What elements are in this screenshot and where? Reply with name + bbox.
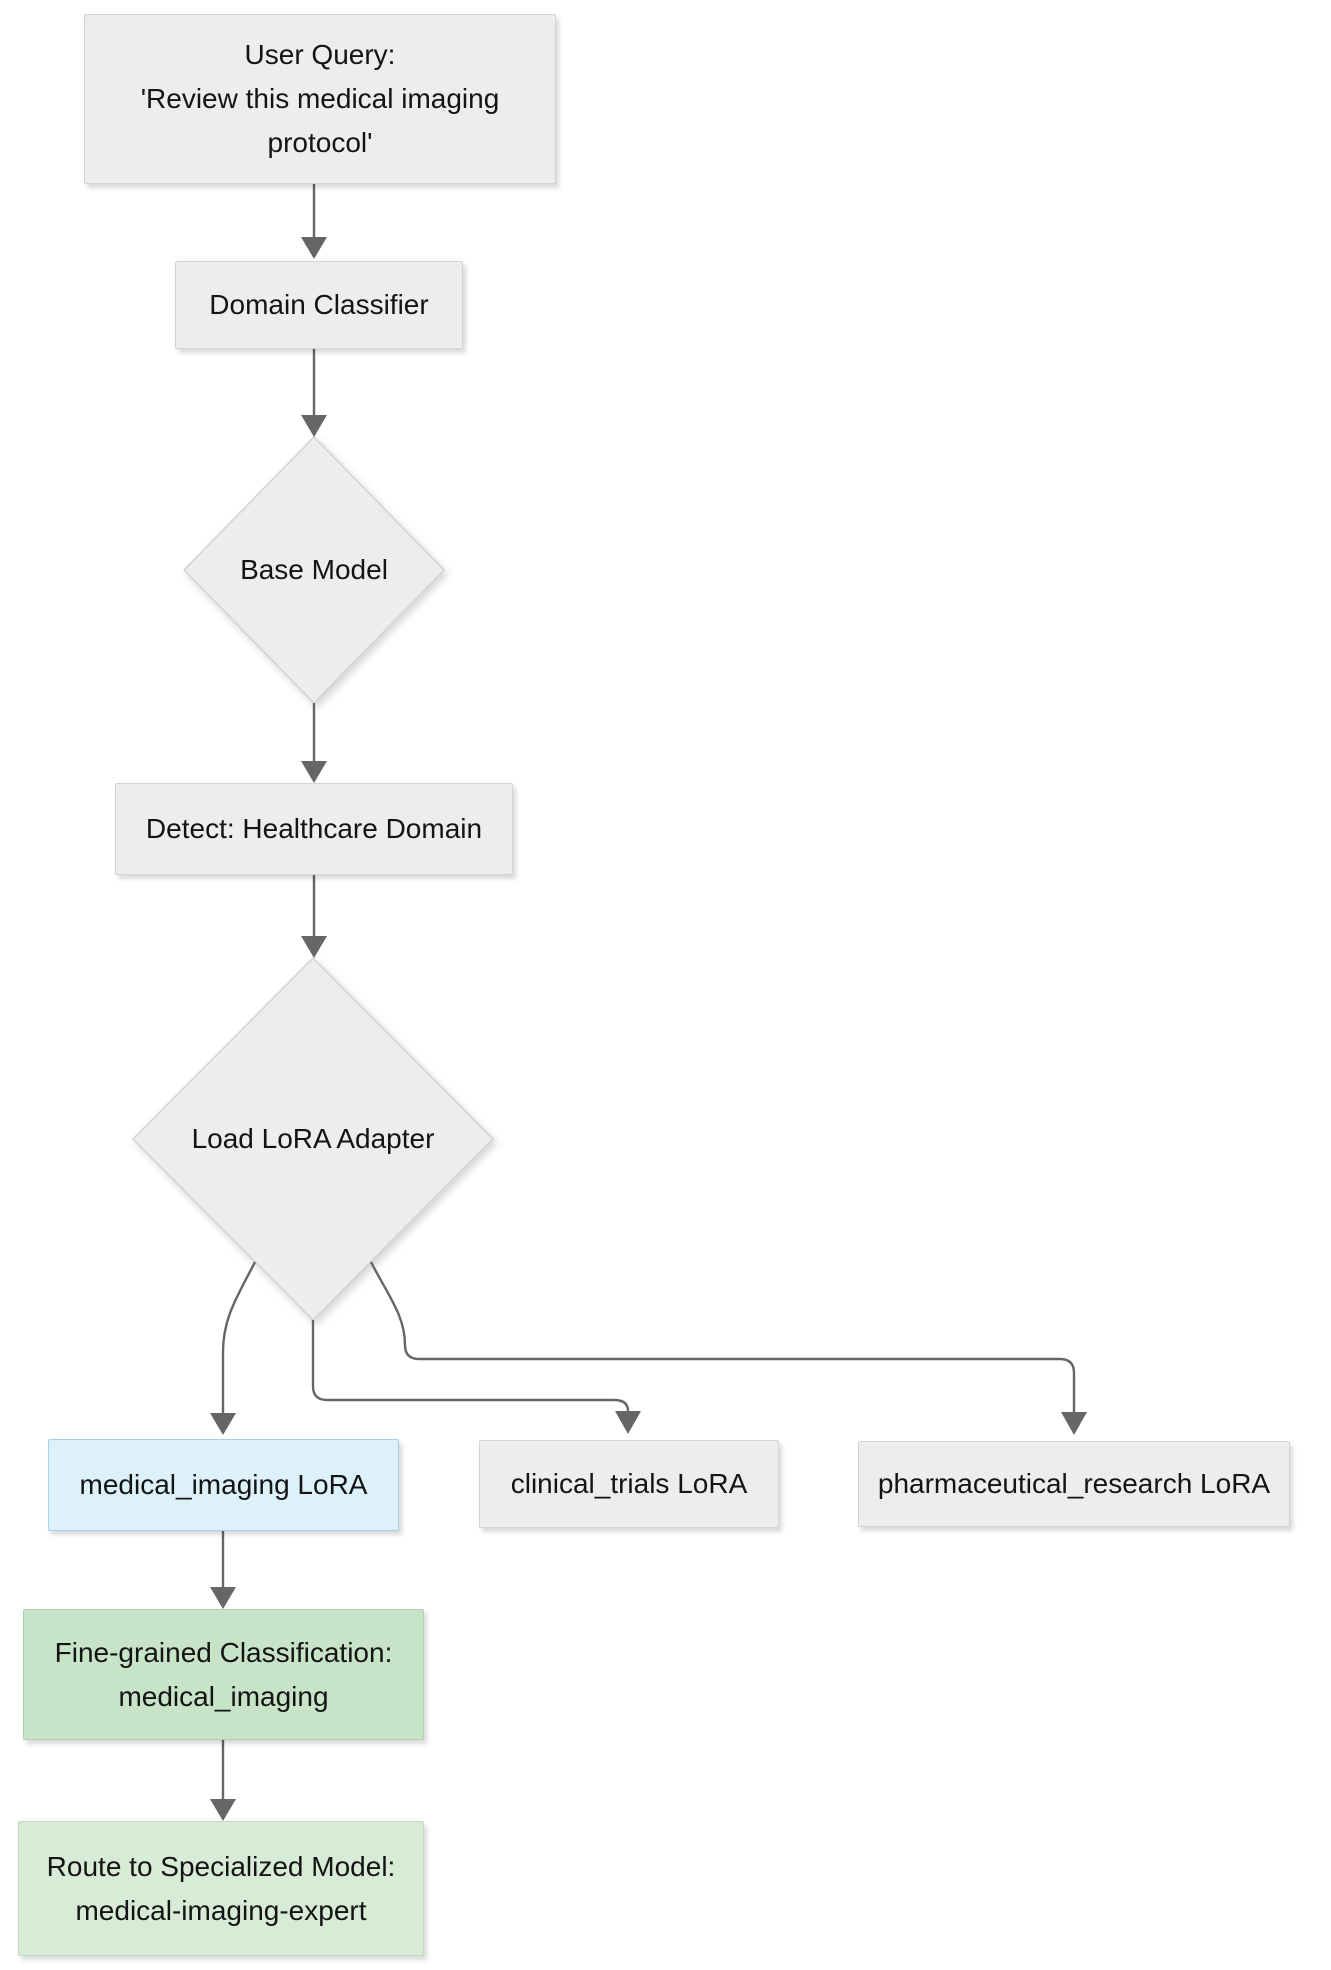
arrowhead-fine-grained bbox=[210, 1587, 236, 1609]
node-domain-classifier: Domain Classifier bbox=[175, 261, 463, 349]
node-route-specialized-line2: medical-imaging-expert bbox=[75, 1894, 367, 1926]
node-fine-grained-classification: Fine-grained Classification: medical_ima… bbox=[23, 1609, 424, 1740]
arrowhead-base-model bbox=[301, 415, 327, 437]
edge-load-lora-to-clinical-trials bbox=[311, 1320, 630, 1412]
node-user-query: User Query: 'Review this medical imaging… bbox=[84, 14, 556, 184]
node-base-model-label: Base Model bbox=[184, 437, 444, 703]
node-domain-classifier-label: Domain Classifier bbox=[209, 289, 429, 320]
arrowhead-pharmaceutical bbox=[1061, 1412, 1087, 1435]
arrowhead-load-lora bbox=[301, 936, 327, 958]
edge-load-lora-to-pharmaceutical bbox=[369, 1261, 1076, 1412]
arrowhead-detect bbox=[301, 761, 327, 783]
node-user-query-line1: User Query: bbox=[244, 39, 396, 70]
node-pharmaceutical-research-lora-label: pharmaceutical_research LoRA bbox=[877, 1468, 1271, 1499]
node-user-query-line2: 'Review this medical imaging bbox=[140, 83, 500, 114]
load-lora-adapter-text: Load LoRA Adapter bbox=[191, 1123, 435, 1154]
node-detect-healthcare: Detect: Healthcare Domain bbox=[115, 783, 513, 875]
node-medical-imaging-lora: medical_imaging LoRA bbox=[48, 1439, 399, 1531]
base-model-text: Base Model bbox=[240, 554, 388, 585]
node-detect-healthcare-label: Detect: Healthcare Domain bbox=[145, 813, 483, 844]
arrowhead-route bbox=[210, 1799, 236, 1821]
arrowhead-medical-imaging bbox=[210, 1413, 236, 1435]
node-clinical-trials-lora-label: clinical_trials LoRA bbox=[510, 1468, 748, 1499]
node-fine-grained-line1: Fine-grained Classification: bbox=[54, 1636, 393, 1668]
node-pharmaceutical-research-lora: pharmaceutical_research LoRA bbox=[858, 1441, 1290, 1527]
node-medical-imaging-lora-label: medical_imaging LoRA bbox=[79, 1469, 368, 1500]
node-load-lora-adapter-label: Load LoRA Adapter bbox=[133, 958, 493, 1320]
node-user-query-line3: protocol' bbox=[267, 127, 373, 158]
edge-load-lora-to-medical-imaging bbox=[221, 1261, 257, 1413]
arrowhead-clinical-trials bbox=[615, 1411, 641, 1434]
node-clinical-trials-lora: clinical_trials LoRA bbox=[479, 1440, 779, 1528]
arrowhead-domain-classifier bbox=[301, 237, 327, 259]
node-route-specialized-line1: Route to Specialized Model: bbox=[46, 1850, 396, 1882]
node-fine-grained-line2: medical_imaging bbox=[118, 1680, 329, 1712]
node-route-specialized: Route to Specialized Model: medical-imag… bbox=[18, 1821, 424, 1956]
